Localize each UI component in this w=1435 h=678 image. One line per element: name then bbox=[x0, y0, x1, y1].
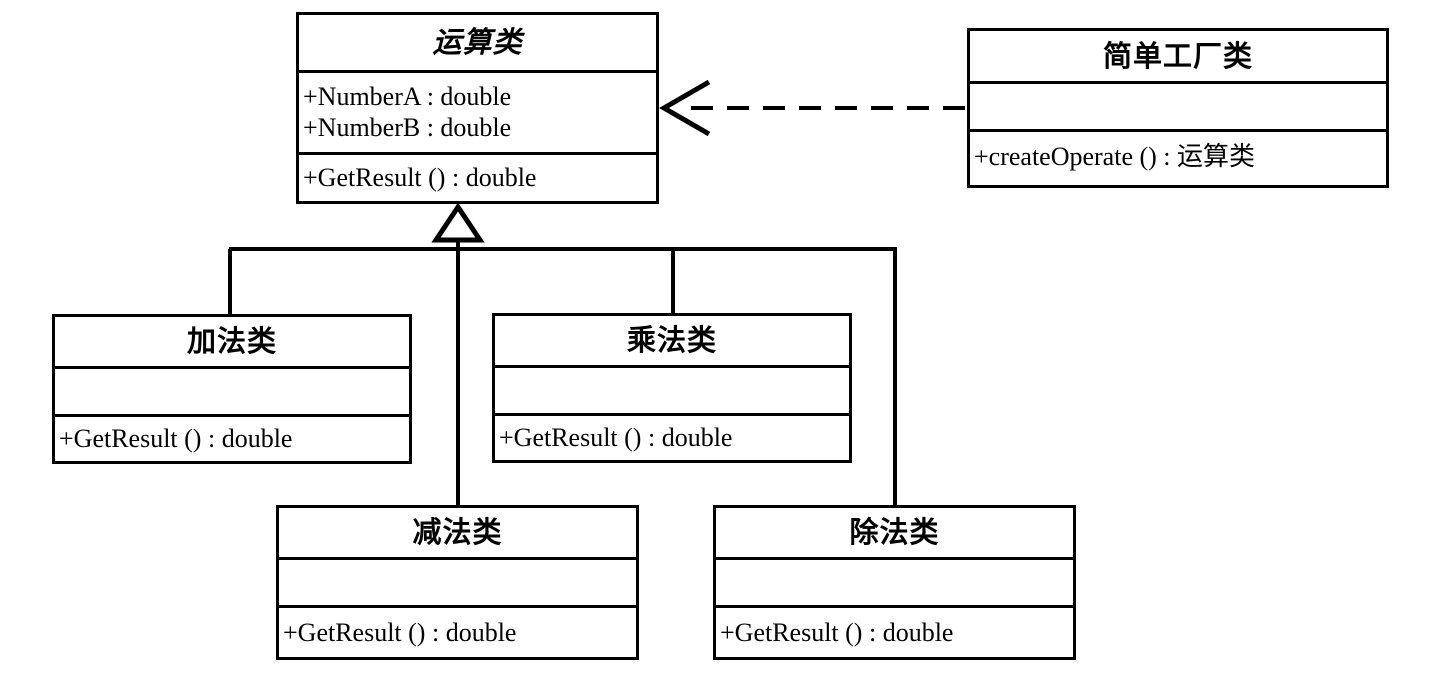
class-operations-compartment: +createOperate () : 运算类 bbox=[970, 132, 1386, 182]
class-name-compartment: 加法类 bbox=[55, 317, 409, 369]
class-name-compartment: 简单工厂类 bbox=[970, 31, 1386, 84]
class-name-compartment: 乘法类 bbox=[495, 316, 849, 368]
class-box-sub[interactable]: 减法类 +GetResult () : double bbox=[276, 505, 639, 660]
hollow-triangle-icon bbox=[431, 202, 485, 243]
attribute-row: +NumberA : double bbox=[303, 81, 512, 111]
class-box-div[interactable]: 除法类 +GetResult () : double bbox=[713, 505, 1076, 660]
class-name-mul: 乘法类 bbox=[626, 323, 717, 357]
operation-row: +GetResult () : double bbox=[499, 423, 733, 453]
class-operations-compartment: +GetResult () : double bbox=[279, 608, 636, 657]
class-box-mul[interactable]: 乘法类 +GetResult () : double bbox=[492, 313, 852, 463]
class-name-add: 加法类 bbox=[186, 324, 277, 358]
class-name-factory: 简单工厂类 bbox=[1102, 38, 1253, 73]
class-box-add[interactable]: 加法类 +GetResult () : double bbox=[52, 314, 412, 464]
open-arrowhead-icon bbox=[659, 79, 711, 137]
operation-row: +GetResult () : double bbox=[283, 617, 517, 647]
class-name-div: 除法类 bbox=[849, 515, 940, 549]
operation-row: +createOperate () : 运算类 bbox=[974, 142, 1256, 172]
class-attributes-compartment bbox=[495, 368, 849, 416]
class-operations-compartment: +GetResult () : double bbox=[716, 608, 1073, 657]
attribute-row: +NumberB : double bbox=[303, 112, 512, 142]
class-name-operation: 运算类 bbox=[432, 25, 523, 59]
class-operations-compartment: +GetResult () : double bbox=[299, 155, 656, 201]
class-attributes-compartment bbox=[279, 560, 636, 608]
class-box-factory[interactable]: 简单工厂类 +createOperate () : 运算类 bbox=[967, 28, 1389, 188]
class-attributes-compartment bbox=[970, 84, 1386, 132]
class-name-compartment: 运算类 bbox=[299, 15, 656, 73]
class-box-operation[interactable]: 运算类 +NumberA : double +NumberB : double … bbox=[296, 12, 659, 204]
operation-row: +GetResult () : double bbox=[303, 162, 537, 192]
operation-row: +GetResult () : double bbox=[59, 424, 293, 454]
operation-row: +GetResult () : double bbox=[720, 617, 954, 647]
class-name-compartment: 除法类 bbox=[716, 508, 1073, 560]
class-attributes-compartment bbox=[716, 560, 1073, 608]
class-name-sub: 减法类 bbox=[412, 515, 503, 549]
class-operations-compartment: +GetResult () : double bbox=[55, 417, 409, 461]
dependency-factory-to-operation-connector bbox=[659, 79, 965, 137]
class-attributes-compartment: +NumberA : double +NumberB : double bbox=[299, 73, 656, 155]
class-operations-compartment: +GetResult () : double bbox=[495, 416, 849, 460]
class-attributes-compartment bbox=[55, 369, 409, 417]
class-name-compartment: 减法类 bbox=[279, 508, 636, 560]
